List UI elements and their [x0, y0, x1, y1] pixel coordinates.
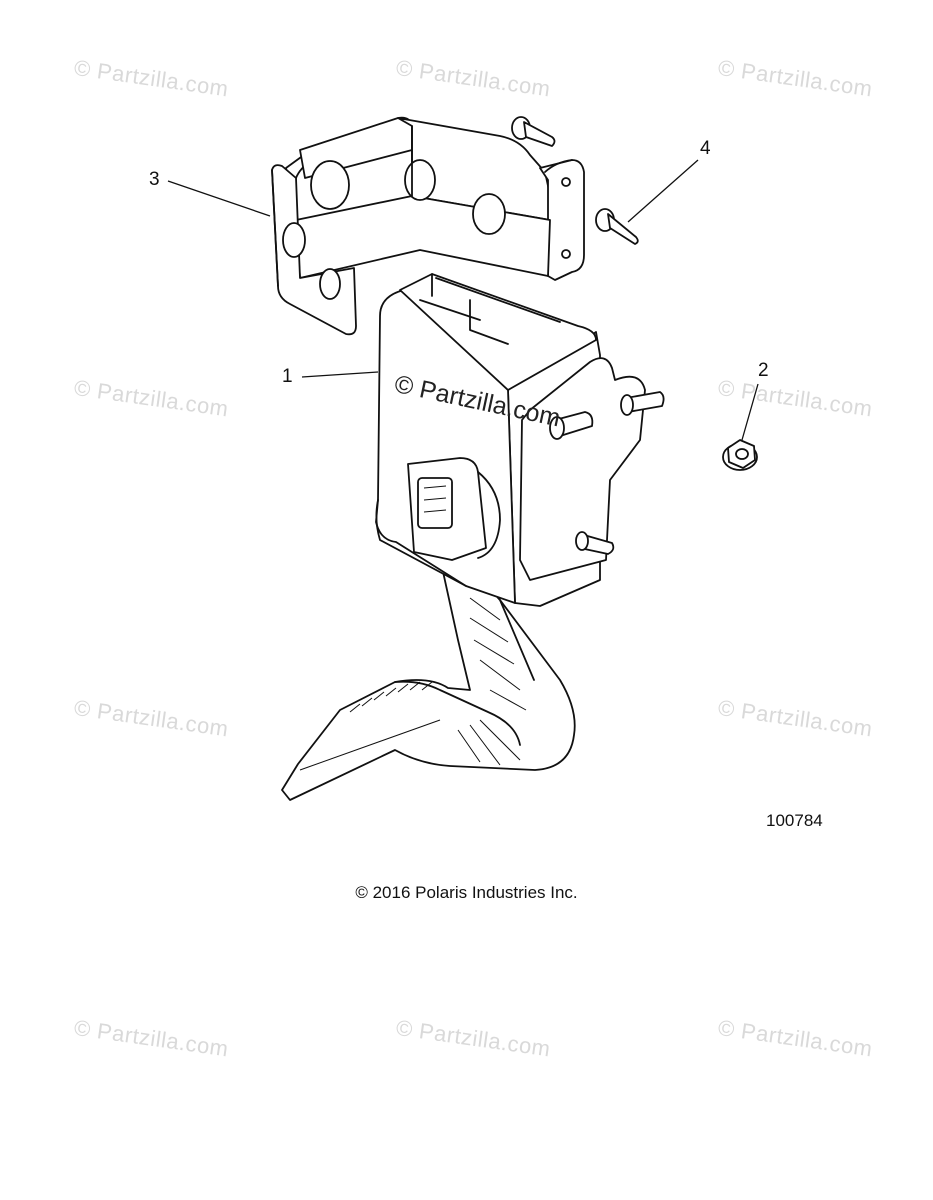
accelerator-pedal-assembly-drawing[interactable] [281, 273, 665, 801]
mounting-bracket-drawing[interactable] [271, 116, 585, 336]
callout-number: 2 [758, 360, 769, 381]
callout-number: 1 [282, 366, 293, 387]
callout-leader-3 [167, 180, 271, 217]
callout-number: 4 [700, 138, 711, 159]
copyright-notice: © 2016 Polaris Industries Inc. [355, 883, 578, 902]
drawing-number: 100784 [766, 811, 823, 830]
callout-number: 3 [149, 169, 160, 190]
push-rivet-drawing[interactable] [511, 116, 639, 245]
flange-nut-drawing[interactable] [722, 439, 758, 471]
callout-leader-2 [741, 383, 759, 441]
callout-leader-4 [627, 159, 699, 223]
callout-leader-1 [301, 371, 379, 378]
